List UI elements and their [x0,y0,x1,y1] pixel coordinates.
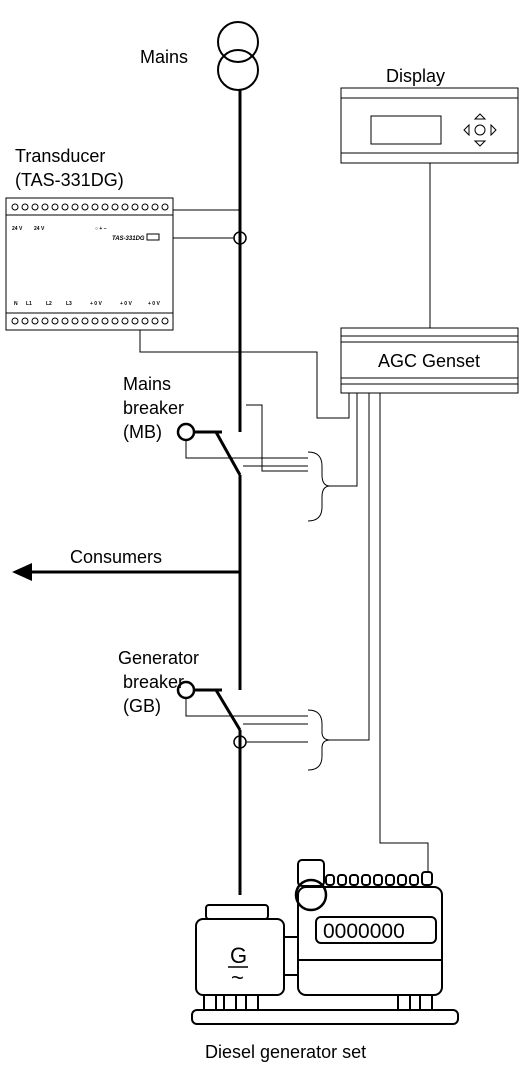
transducer-agc-wire [139,330,350,419]
transducer-term-out2: + 0 V [120,301,132,307]
consumers-arrow-icon [12,563,32,581]
display-unit [340,87,519,164]
generator-symbol: ~ [231,965,244,990]
gb-bracket [307,709,331,771]
generator-current-transformer-icon [233,735,247,749]
mains-breaker-switch-icon [176,422,243,476]
transformer-icon [217,21,259,91]
generator-breaker-label-1: Generator [118,648,199,668]
consumers-label: Consumers [70,547,162,567]
engine-panel-digits: 0000000 [323,920,405,943]
display-screen-icon [370,115,442,145]
generator-breaker-label-3: (GB) [123,696,161,716]
transducer-top-terminals [11,203,169,211]
agc-genset-unit: AGC Genset [340,327,519,394]
generator-breaker-label-2: breaker [123,672,184,692]
transducer-term-n: N [14,301,18,307]
generator-breaker-switch-icon [176,680,243,731]
mb-feedback-1 [246,404,308,472]
mains-current-transformer-icon [233,231,247,245]
transducer-unit: 24 V 24 V ○ + – TAS-331DG N L1 L2 L3 + 0… [5,197,174,331]
transducer-mark-b: 24 V [34,226,45,232]
generator-body [205,904,269,920]
engine-control-wire [379,393,429,872]
display-label: Display [386,66,445,86]
transducer-bottom-terminals [11,317,169,325]
diesel-generator-set: G ~ 0000000 [191,859,459,1025]
mb-agc-wire [330,393,358,487]
agc-genset-label: AGC Genset [378,351,480,371]
mains-breaker-label-2: breaker [123,398,184,418]
transducer-term-l2: L2 [46,301,52,307]
transducer-term-out1: + 0 V [90,301,102,307]
generator-label: G [230,943,247,968]
transducer-mark-c: ○ + – [95,226,107,232]
mains-breaker-label-1: Mains [123,374,171,394]
gb-agc-wire [330,393,370,741]
mains-label: Mains [140,47,188,67]
transducer-label-1: Transducer [15,146,105,166]
transducer-mark-a: 24 V [12,226,23,232]
diesel-generator-label: Diesel generator set [205,1042,366,1062]
transducer-term-l3: L3 [66,301,72,307]
transducer-term-out3: + 0 V [148,301,160,307]
transducer-model: TAS-331DG [112,236,145,242]
mb-bracket [307,451,331,522]
transducer-term-l1: L1 [26,301,32,307]
arrow-keypad-icon [463,113,497,147]
mains-breaker-label-3: (MB) [123,422,162,442]
transducer-label-2: (TAS-331DG) [15,170,124,190]
